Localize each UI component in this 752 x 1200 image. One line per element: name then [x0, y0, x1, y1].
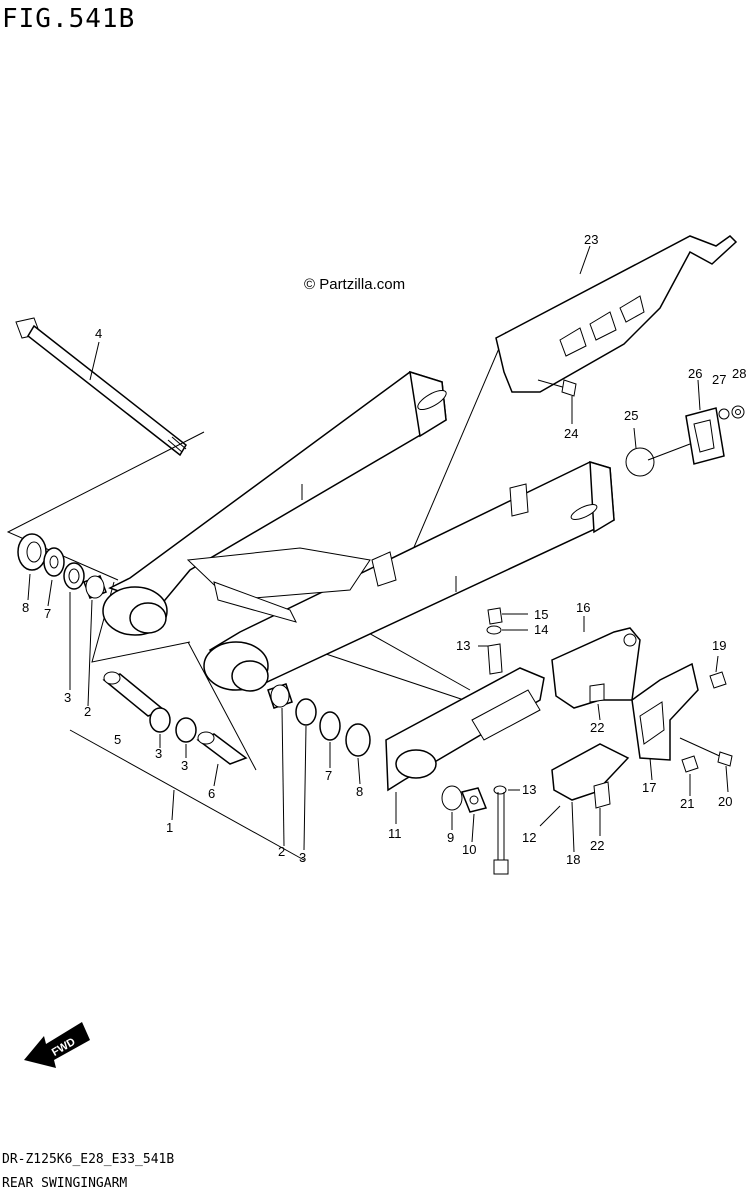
callout-8b: 8: [356, 784, 363, 799]
callout-leaders: [27, 245, 729, 853]
callout-24: 24: [564, 426, 578, 441]
fwd-arrow: FWD: [24, 1022, 90, 1068]
nut-10[interactable]: [460, 787, 488, 813]
callout-13a: 13: [456, 638, 470, 653]
callout-2b: 2: [278, 844, 285, 859]
callout-23: 23: [584, 232, 598, 247]
callout-26: 26: [688, 366, 702, 381]
bolt-21[interactable]: [681, 755, 699, 773]
bolt-13-lower[interactable]: [493, 785, 509, 875]
callout-5: 5: [114, 732, 121, 747]
callout-10: 10: [462, 842, 476, 857]
copyright-watermark: © Partzilla.com: [304, 276, 406, 293]
callout-6: 6: [208, 786, 215, 801]
callout-3c: 3: [181, 758, 188, 773]
callout-1: 1: [166, 820, 173, 835]
swingarm-1[interactable]: [102, 370, 615, 692]
chain-adjuster-25[interactable]: [625, 443, 691, 477]
bolt-20[interactable]: [679, 737, 733, 767]
callout-11: 11: [388, 826, 402, 841]
bearing-3-mid-a[interactable]: [149, 707, 171, 733]
callout-labels: 1 2 2 3 3 3 3 4 5 6 7 7 8 8 9 10 11 12 1…: [22, 232, 746, 867]
washer-14[interactable]: [486, 625, 502, 635]
callout-12: 12: [522, 830, 536, 845]
nut-15[interactable]: [487, 607, 503, 625]
callout-7a: 7: [44, 606, 51, 621]
bearing-3-right[interactable]: [295, 698, 317, 726]
figure-title: FIG.541B: [2, 4, 136, 34]
adjuster-plate-26[interactable]: [685, 407, 725, 465]
callout-13b: 13: [522, 782, 536, 797]
callout-8a: 8: [22, 600, 29, 615]
spacer-5[interactable]: [102, 671, 166, 717]
callout-28: 28: [732, 366, 746, 381]
washer-7-right[interactable]: [319, 711, 341, 741]
bolt-24[interactable]: [537, 379, 577, 397]
chain-cover-23[interactable]: [495, 235, 738, 393]
plate-17[interactable]: [631, 662, 699, 761]
callout-3b: 3: [155, 746, 162, 761]
callout-19: 19: [712, 638, 726, 653]
callout-9: 9: [447, 830, 454, 845]
seal-8-right[interactable]: [345, 723, 371, 757]
callout-27: 27: [712, 372, 726, 387]
washer-27[interactable]: [718, 408, 730, 420]
callout-2a: 2: [84, 704, 91, 719]
callout-14: 14: [534, 622, 548, 637]
callout-25: 25: [624, 408, 638, 423]
washer-9[interactable]: [441, 785, 463, 811]
pivot-bolt-4[interactable]: [15, 317, 187, 457]
pin-22-lower[interactable]: [593, 781, 611, 809]
bushing-2-left[interactable]: [83, 575, 107, 599]
chain-buffer-11[interactable]: [385, 667, 545, 792]
callout-21: 21: [680, 796, 694, 811]
washer-7-left[interactable]: [43, 547, 65, 577]
spacer-13-upper[interactable]: [487, 643, 503, 675]
callout-3a: 3: [64, 690, 71, 705]
pin-22-upper[interactable]: [589, 683, 605, 703]
bracket-16[interactable]: [551, 627, 641, 709]
callout-16: 16: [576, 600, 590, 615]
group-boundary-lines: [6, 331, 507, 861]
diagram-code: DR-Z125K6_E28_E33_541B: [2, 1152, 175, 1167]
callout-3d: 3: [299, 850, 306, 865]
diagram-name: REAR SWINGINGARM: [2, 1176, 128, 1191]
spacer-6[interactable]: [196, 731, 248, 765]
seal-8-left[interactable]: [17, 533, 47, 571]
bearing-3-mid-b[interactable]: [175, 717, 197, 743]
callout-20: 20: [718, 794, 732, 809]
nut-28[interactable]: [731, 405, 745, 419]
callout-22a: 22: [590, 720, 604, 735]
bearing-3-left[interactable]: [63, 562, 85, 590]
bushing-2-right[interactable]: [267, 683, 293, 709]
callout-4: 4: [95, 326, 102, 341]
callout-7b: 7: [325, 768, 332, 783]
bolt-19[interactable]: [709, 671, 727, 689]
callout-18: 18: [566, 852, 580, 867]
callout-17: 17: [642, 780, 656, 795]
block-18[interactable]: [551, 743, 630, 801]
callout-15: 15: [534, 607, 548, 622]
callout-22b: 22: [590, 838, 604, 853]
